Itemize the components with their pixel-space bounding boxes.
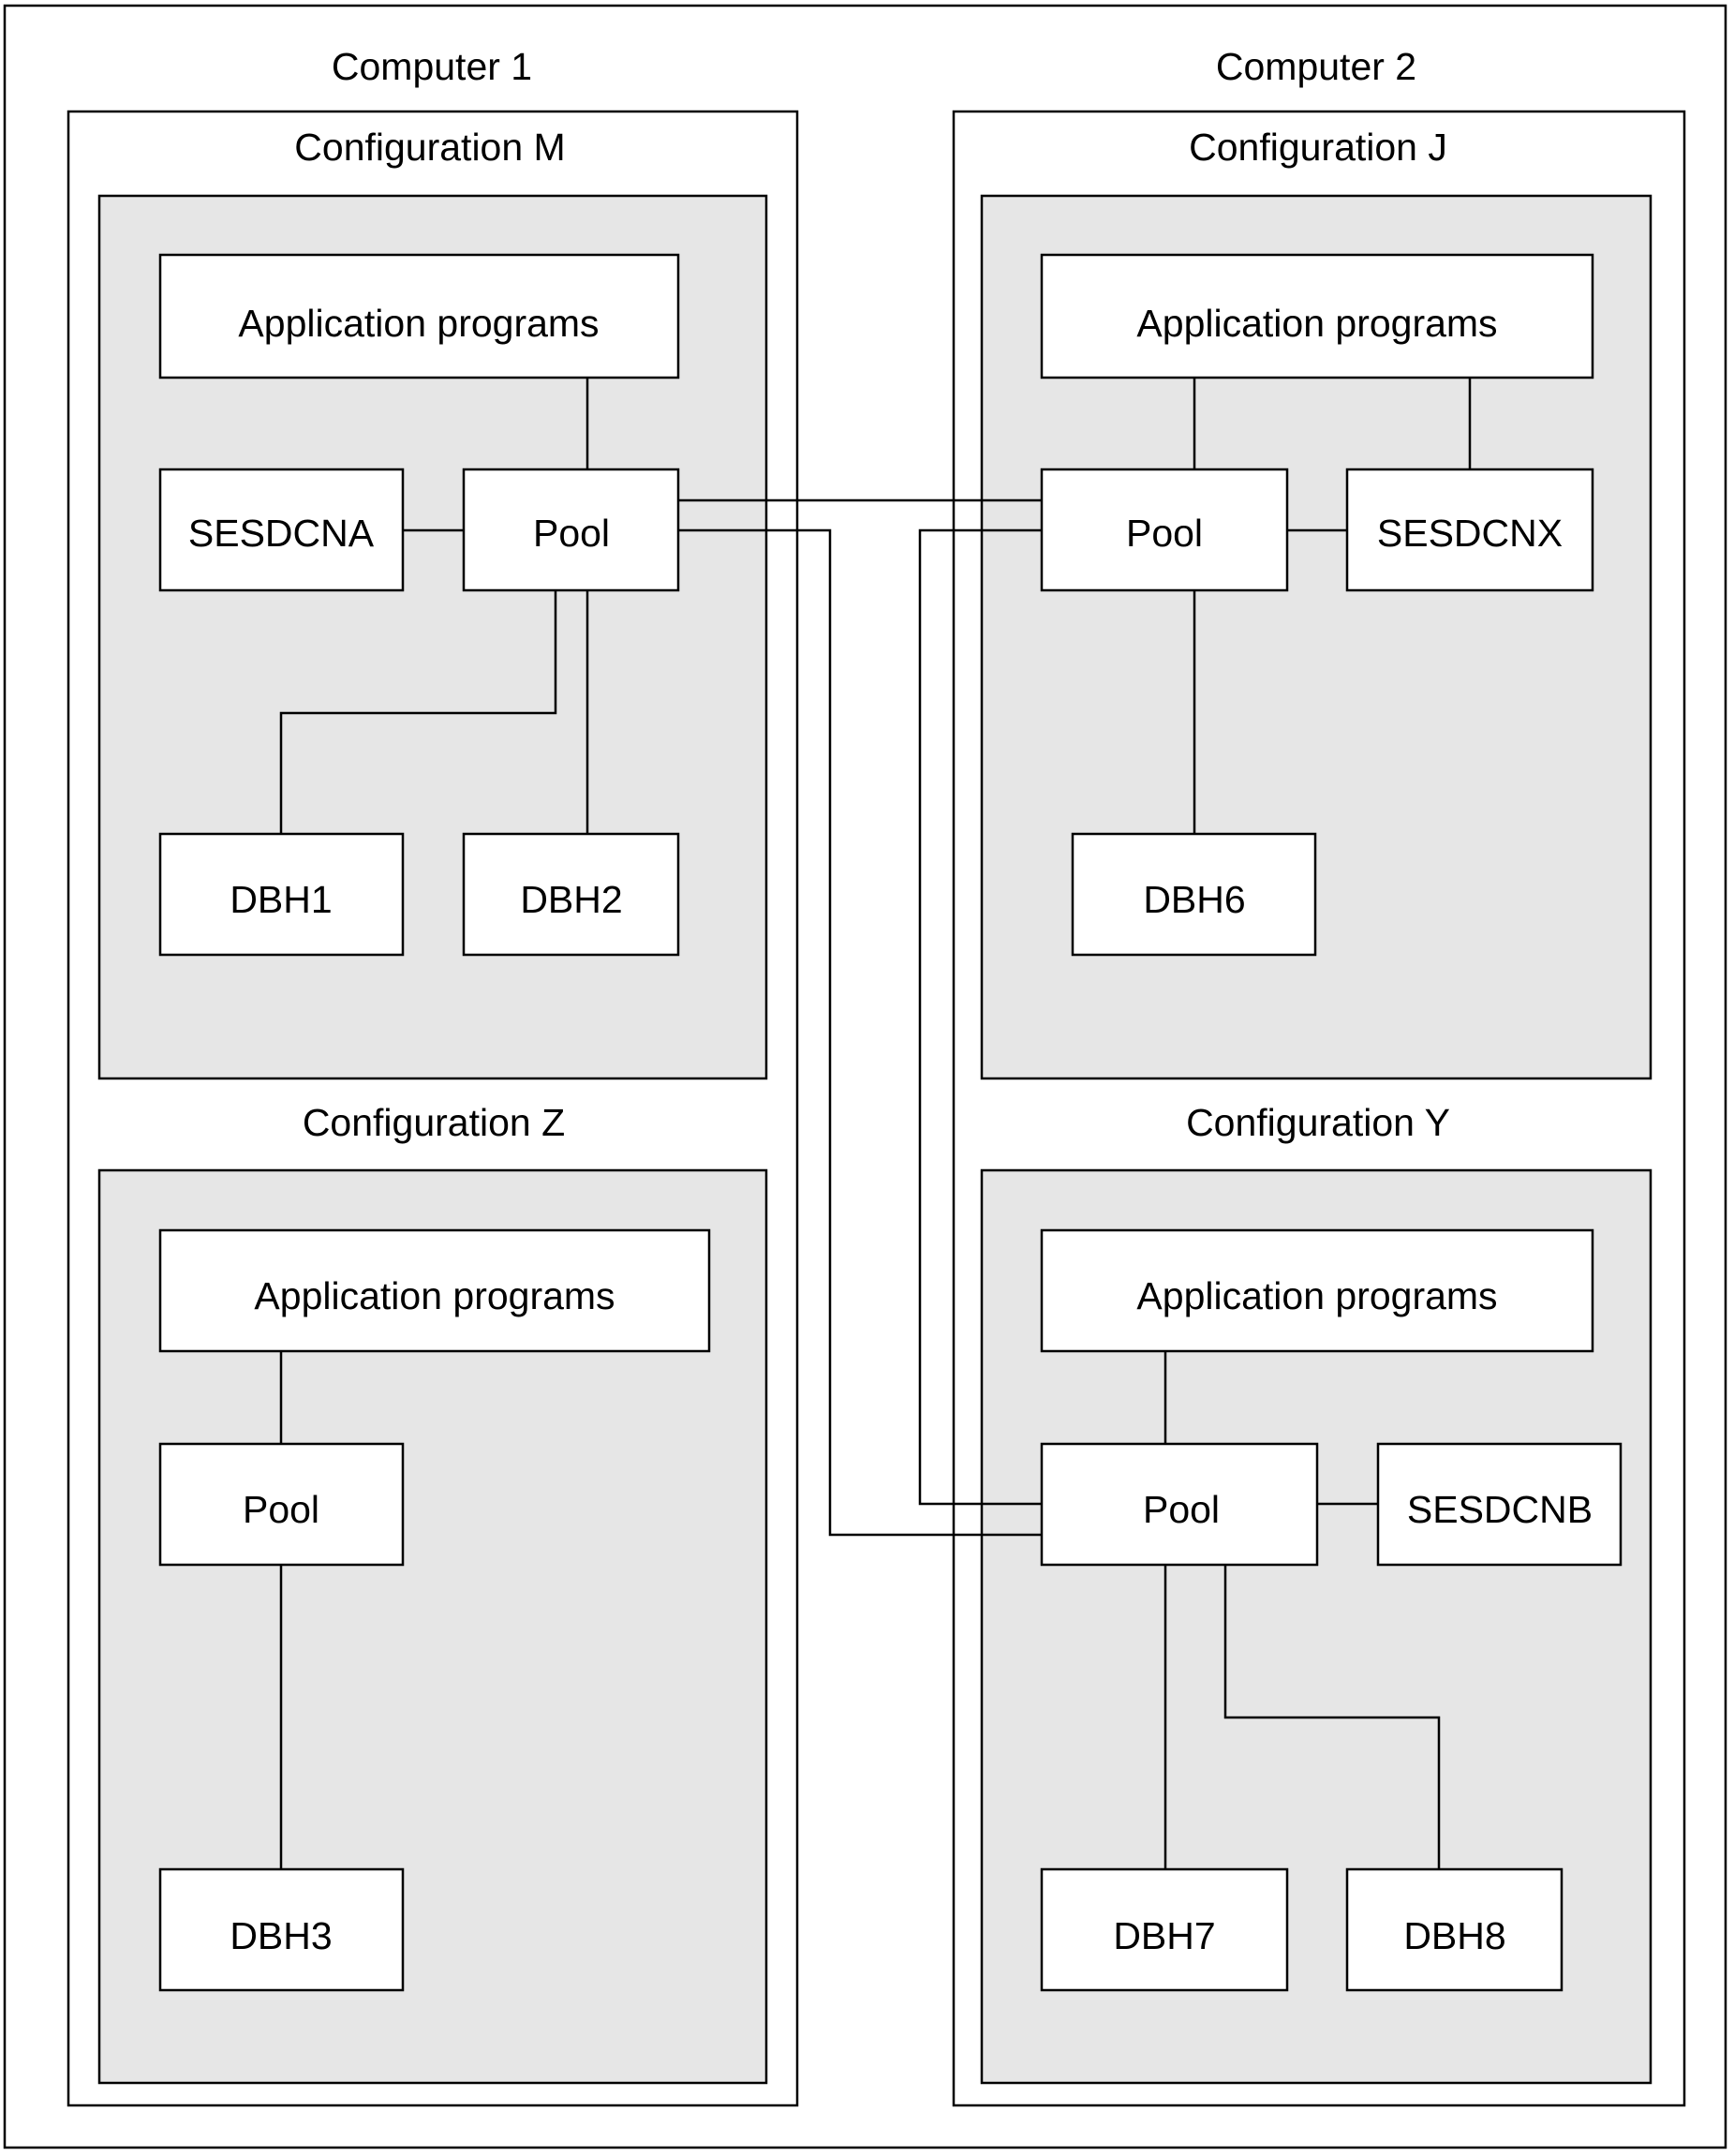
config-y-dbh8-label: DBH8 — [1403, 1914, 1505, 1957]
config-z-pool-label: Pool — [243, 1488, 319, 1531]
config-z-application-programs-label: Application programs — [254, 1274, 615, 1317]
config-j-sesdcnx-label: SESDCNX — [1377, 512, 1563, 555]
config-y-pool-box — [1040, 1442, 1319, 1567]
config-m-dbh1-box — [158, 832, 405, 957]
config-m-pool-to-dbh1-line — [279, 590, 557, 834]
config-m-application-programs-box — [158, 253, 680, 379]
config-m-pool-label: Pool — [533, 512, 610, 555]
config-j-pool-label: Pool — [1126, 512, 1203, 555]
config-z-application-programs-box — [158, 1228, 711, 1353]
config-z-dbh3-box — [158, 1867, 405, 1992]
configuration-y-title: Configuration Y — [1186, 1101, 1450, 1144]
pool-m-to-pool-y-line — [678, 528, 1042, 1537]
config-m-sesdcna-label: SESDCNA — [188, 512, 375, 555]
computer-2-title: Computer 2 — [1216, 45, 1416, 88]
computer-2: Computer 2 Configuration J Application p… — [952, 45, 1686, 2107]
config-j-dbh6-label: DBH6 — [1143, 878, 1245, 921]
configuration-y: Configuration Y Application programs Poo… — [980, 1101, 1652, 2085]
inter-pool-connections — [678, 498, 1042, 1537]
configuration-z-title: Configuration Z — [303, 1101, 565, 1144]
config-m-dbh2-label: DBH2 — [520, 878, 622, 921]
configuration-m: Configuration M Application programs SES… — [97, 126, 768, 1080]
config-m-sesdcna-box — [158, 468, 405, 592]
config-z-dbh3-label: DBH3 — [230, 1914, 332, 1957]
config-z-pool-box — [158, 1442, 405, 1567]
computer-1-frame — [67, 110, 799, 2107]
pool-j-to-pool-y-line — [918, 528, 1042, 1506]
configuration-j: Configuration J Application programs Poo… — [980, 126, 1652, 1080]
config-m-dbh2-box — [462, 832, 680, 957]
computer-1-title: Computer 1 — [332, 45, 532, 88]
config-y-dbh8-box — [1345, 1867, 1564, 1992]
config-y-pool-label: Pool — [1143, 1488, 1220, 1531]
config-y-pool-to-dbh8-line — [1223, 1565, 1441, 1869]
config-y-application-programs-label: Application programs — [1136, 1274, 1497, 1317]
config-j-pool-box — [1040, 468, 1289, 592]
config-y-application-programs-box — [1040, 1228, 1594, 1353]
config-j-application-programs-label: Application programs — [1136, 302, 1497, 345]
computer-2-frame — [952, 110, 1686, 2107]
configuration-z: Configuration Z Application programs Poo… — [97, 1101, 768, 2085]
outer-frame — [3, 4, 1727, 2149]
config-m-application-programs-label: Application programs — [238, 302, 599, 345]
config-m-pool-box — [462, 468, 680, 592]
configuration-m-title: Configuration M — [294, 126, 565, 169]
config-y-sesdcnb-box — [1376, 1442, 1623, 1567]
config-y-dbh7-box — [1040, 1867, 1289, 1992]
config-y-sesdcnb-label: SESDCNB — [1407, 1488, 1593, 1531]
config-m-dbh1-label: DBH1 — [230, 878, 332, 921]
configuration-j-title: Configuration J — [1189, 126, 1447, 169]
config-j-application-programs-box — [1040, 253, 1594, 379]
config-y-dbh7-label: DBH7 — [1113, 1914, 1215, 1957]
computer-1: Computer 1 Configuration M Application p… — [67, 45, 799, 2107]
